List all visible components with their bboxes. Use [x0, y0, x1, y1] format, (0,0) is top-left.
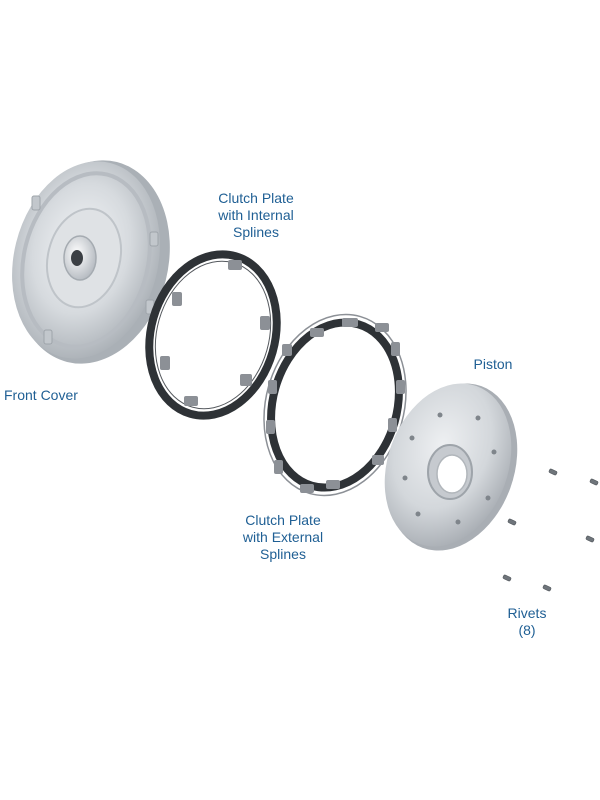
clutch-plate-external-label: Clutch Plate with External Splines: [237, 512, 329, 563]
clutch-external-line-3: Splines: [260, 546, 306, 562]
front-cover-part: [12, 160, 170, 364]
clutch-plate-internal-part: [145, 250, 281, 420]
rivets-part: [502, 468, 599, 592]
clutch-internal-line-1: Clutch Plate: [218, 190, 294, 206]
rivets-line-2: (8): [518, 622, 536, 638]
piston-label: Piston: [468, 356, 518, 373]
piston-part: [384, 383, 518, 551]
clutch-plate-external-part: [263, 313, 407, 497]
rivets-line-1: Rivets: [507, 605, 547, 621]
front-cover-label-text: Front Cover: [4, 387, 78, 403]
rivets-label: Rivets (8): [502, 605, 552, 639]
front-cover-label: Front Cover: [4, 387, 78, 404]
clutch-internal-line-3: Splines: [233, 224, 279, 240]
clutch-plate-internal-label: Clutch Plate with Internal Splines: [210, 190, 302, 241]
clutch-external-line-1: Clutch Plate: [245, 512, 321, 528]
piston-label-text: Piston: [473, 356, 513, 372]
clutch-internal-line-2: with Internal: [218, 207, 294, 223]
clutch-external-line-2: with External: [242, 529, 324, 545]
